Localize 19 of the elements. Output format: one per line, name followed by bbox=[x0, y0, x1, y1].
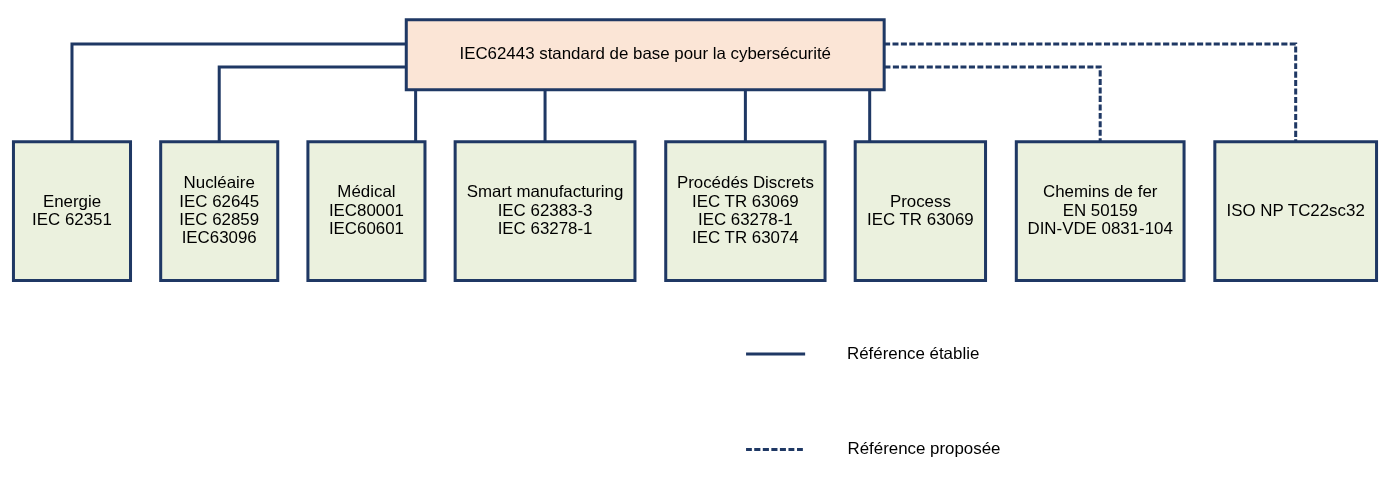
node-box: Smart manufacturing IEC 62383-3 IEC 63278-1 bbox=[453, 139, 637, 282]
node-box: IEC62443 standard de base pour la cybersécurité bbox=[404, 17, 886, 91]
node-box: Energie IEC 62351 bbox=[11, 139, 133, 282]
node-box: Médical IEC80001 IEC60601 bbox=[306, 139, 427, 282]
node-box: Chemins de fer EN 50159 DIN-VDE 0831-104 bbox=[1014, 139, 1186, 282]
connector bbox=[884, 41, 1298, 142]
connector bbox=[868, 89, 872, 142]
legend-label: Référence proposée bbox=[847, 438, 1001, 458]
connector bbox=[414, 89, 418, 142]
connector bbox=[743, 89, 747, 142]
connector bbox=[217, 64, 407, 142]
node-box: Procédés Discrets IEC TR 63069 IEC 63278-1 IEC TR 63074 bbox=[664, 139, 827, 282]
node-box: ISO NP TC22sc32 bbox=[1213, 139, 1379, 282]
node-box: Nucléaire IEC 62645 IEC 62859 IEC63096 bbox=[159, 139, 280, 282]
legend-label: Référence établie bbox=[846, 343, 980, 363]
connector bbox=[884, 64, 1102, 142]
node-box: Process IEC TR 63069 bbox=[853, 139, 988, 282]
connector bbox=[70, 41, 407, 142]
connector bbox=[543, 89, 547, 142]
